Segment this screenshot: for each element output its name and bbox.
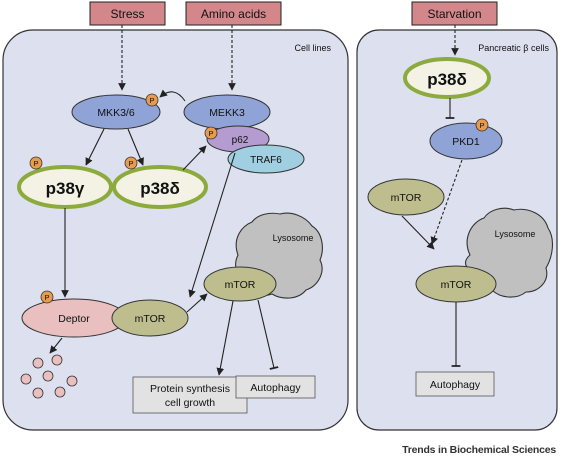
autophagy-left-box (235, 375, 316, 399)
p38gamma-label: p38γ (46, 179, 85, 198)
p62-phospho-icon (204, 126, 218, 140)
p38delta-to-p62-arrow (182, 145, 207, 171)
p62-to-mtor-arrow (188, 152, 236, 298)
stress-label: Stress (110, 7, 144, 21)
mtor-complex-label: mTOR (135, 313, 166, 325)
mkk36-phospho-label: P (149, 96, 154, 105)
mtor-lysosome-right-label: mTOR (441, 279, 472, 291)
traf6-node (227, 144, 305, 174)
protein-synthesis-box (132, 376, 248, 414)
mtor-free-right-node (367, 178, 445, 216)
deptor-phospho-label: P (44, 293, 49, 302)
journal-footer: Trends in Biochemical Sciences (402, 444, 556, 456)
pkd1-label: PKD1 (452, 136, 480, 148)
mtor-lysosome-left-label: mTOR (225, 279, 256, 291)
mtor-free-right-label: mTOR (391, 192, 422, 204)
mtor-complex-node (111, 299, 189, 337)
mkk36-node (71, 94, 161, 130)
deptor-phospho-icon (40, 290, 54, 304)
mekk3-to-mkk36-arrow (159, 89, 186, 102)
mtor-complex-to-mtor-arrow (186, 293, 208, 313)
deptor-degradation-arrow (49, 337, 63, 354)
amino-acids-label: Amino acids (201, 7, 266, 21)
autophagy-right-label: Autophagy (430, 379, 481, 391)
p38delta-right-label: p38δ (427, 70, 467, 89)
p38gamma-phospho-icon (29, 156, 43, 170)
p38gamma-phospho-label: P (33, 159, 38, 168)
pkd1-phospho-label: P (479, 121, 484, 130)
left-panel-title: Cell lines (294, 43, 331, 53)
mtor-lysosome-left-node (203, 266, 277, 302)
mkk36-to-p38delta-arrow (127, 128, 144, 166)
autophagy-right-box (415, 371, 495, 397)
p38delta-phospho-label: P (128, 159, 133, 168)
stress-box (89, 1, 166, 26)
p38delta-label: p38δ (140, 179, 180, 198)
mtor-inhibits-autophagy-left (257, 299, 279, 370)
mekk3-label: MEKK3 (209, 107, 245, 119)
mkk36-phospho-icon (145, 93, 159, 107)
autophagy-left-label: Autophagy (250, 382, 301, 394)
mkk36-to-p38gamma-arrow (85, 128, 105, 166)
p38delta-right-node (403, 57, 491, 99)
p38gamma-node (17, 165, 113, 209)
lysosome-right-label: Lysosome (495, 229, 536, 239)
mtor-free-to-mtor-arrow (401, 215, 435, 250)
p38delta-node (112, 165, 208, 209)
p62-label: p62 (232, 135, 249, 146)
deptor-label: Deptor (58, 313, 90, 325)
traf6-label: TRAF6 (250, 155, 282, 166)
pkd1-phospho-icon (475, 118, 489, 132)
protein-synthesis-line2: cell growth (165, 397, 215, 409)
right-panel-title: Pancreatic β cells (478, 43, 549, 53)
starvation-label: Starvation (427, 7, 481, 21)
mtor-to-protein-synthesis-arrow (216, 300, 234, 376)
amino-acids-box (185, 1, 282, 26)
lysosome-left-label: Lysosome (273, 233, 314, 243)
protein-synthesis-line1: Protein synthesis (150, 383, 230, 395)
right-panel (356, 29, 558, 431)
mkk36-label: MKK3/6 (97, 107, 135, 119)
p62-phospho-label: P (208, 129, 213, 138)
deptor-degradation-dots (20, 354, 78, 399)
pkd1-node (429, 122, 503, 160)
